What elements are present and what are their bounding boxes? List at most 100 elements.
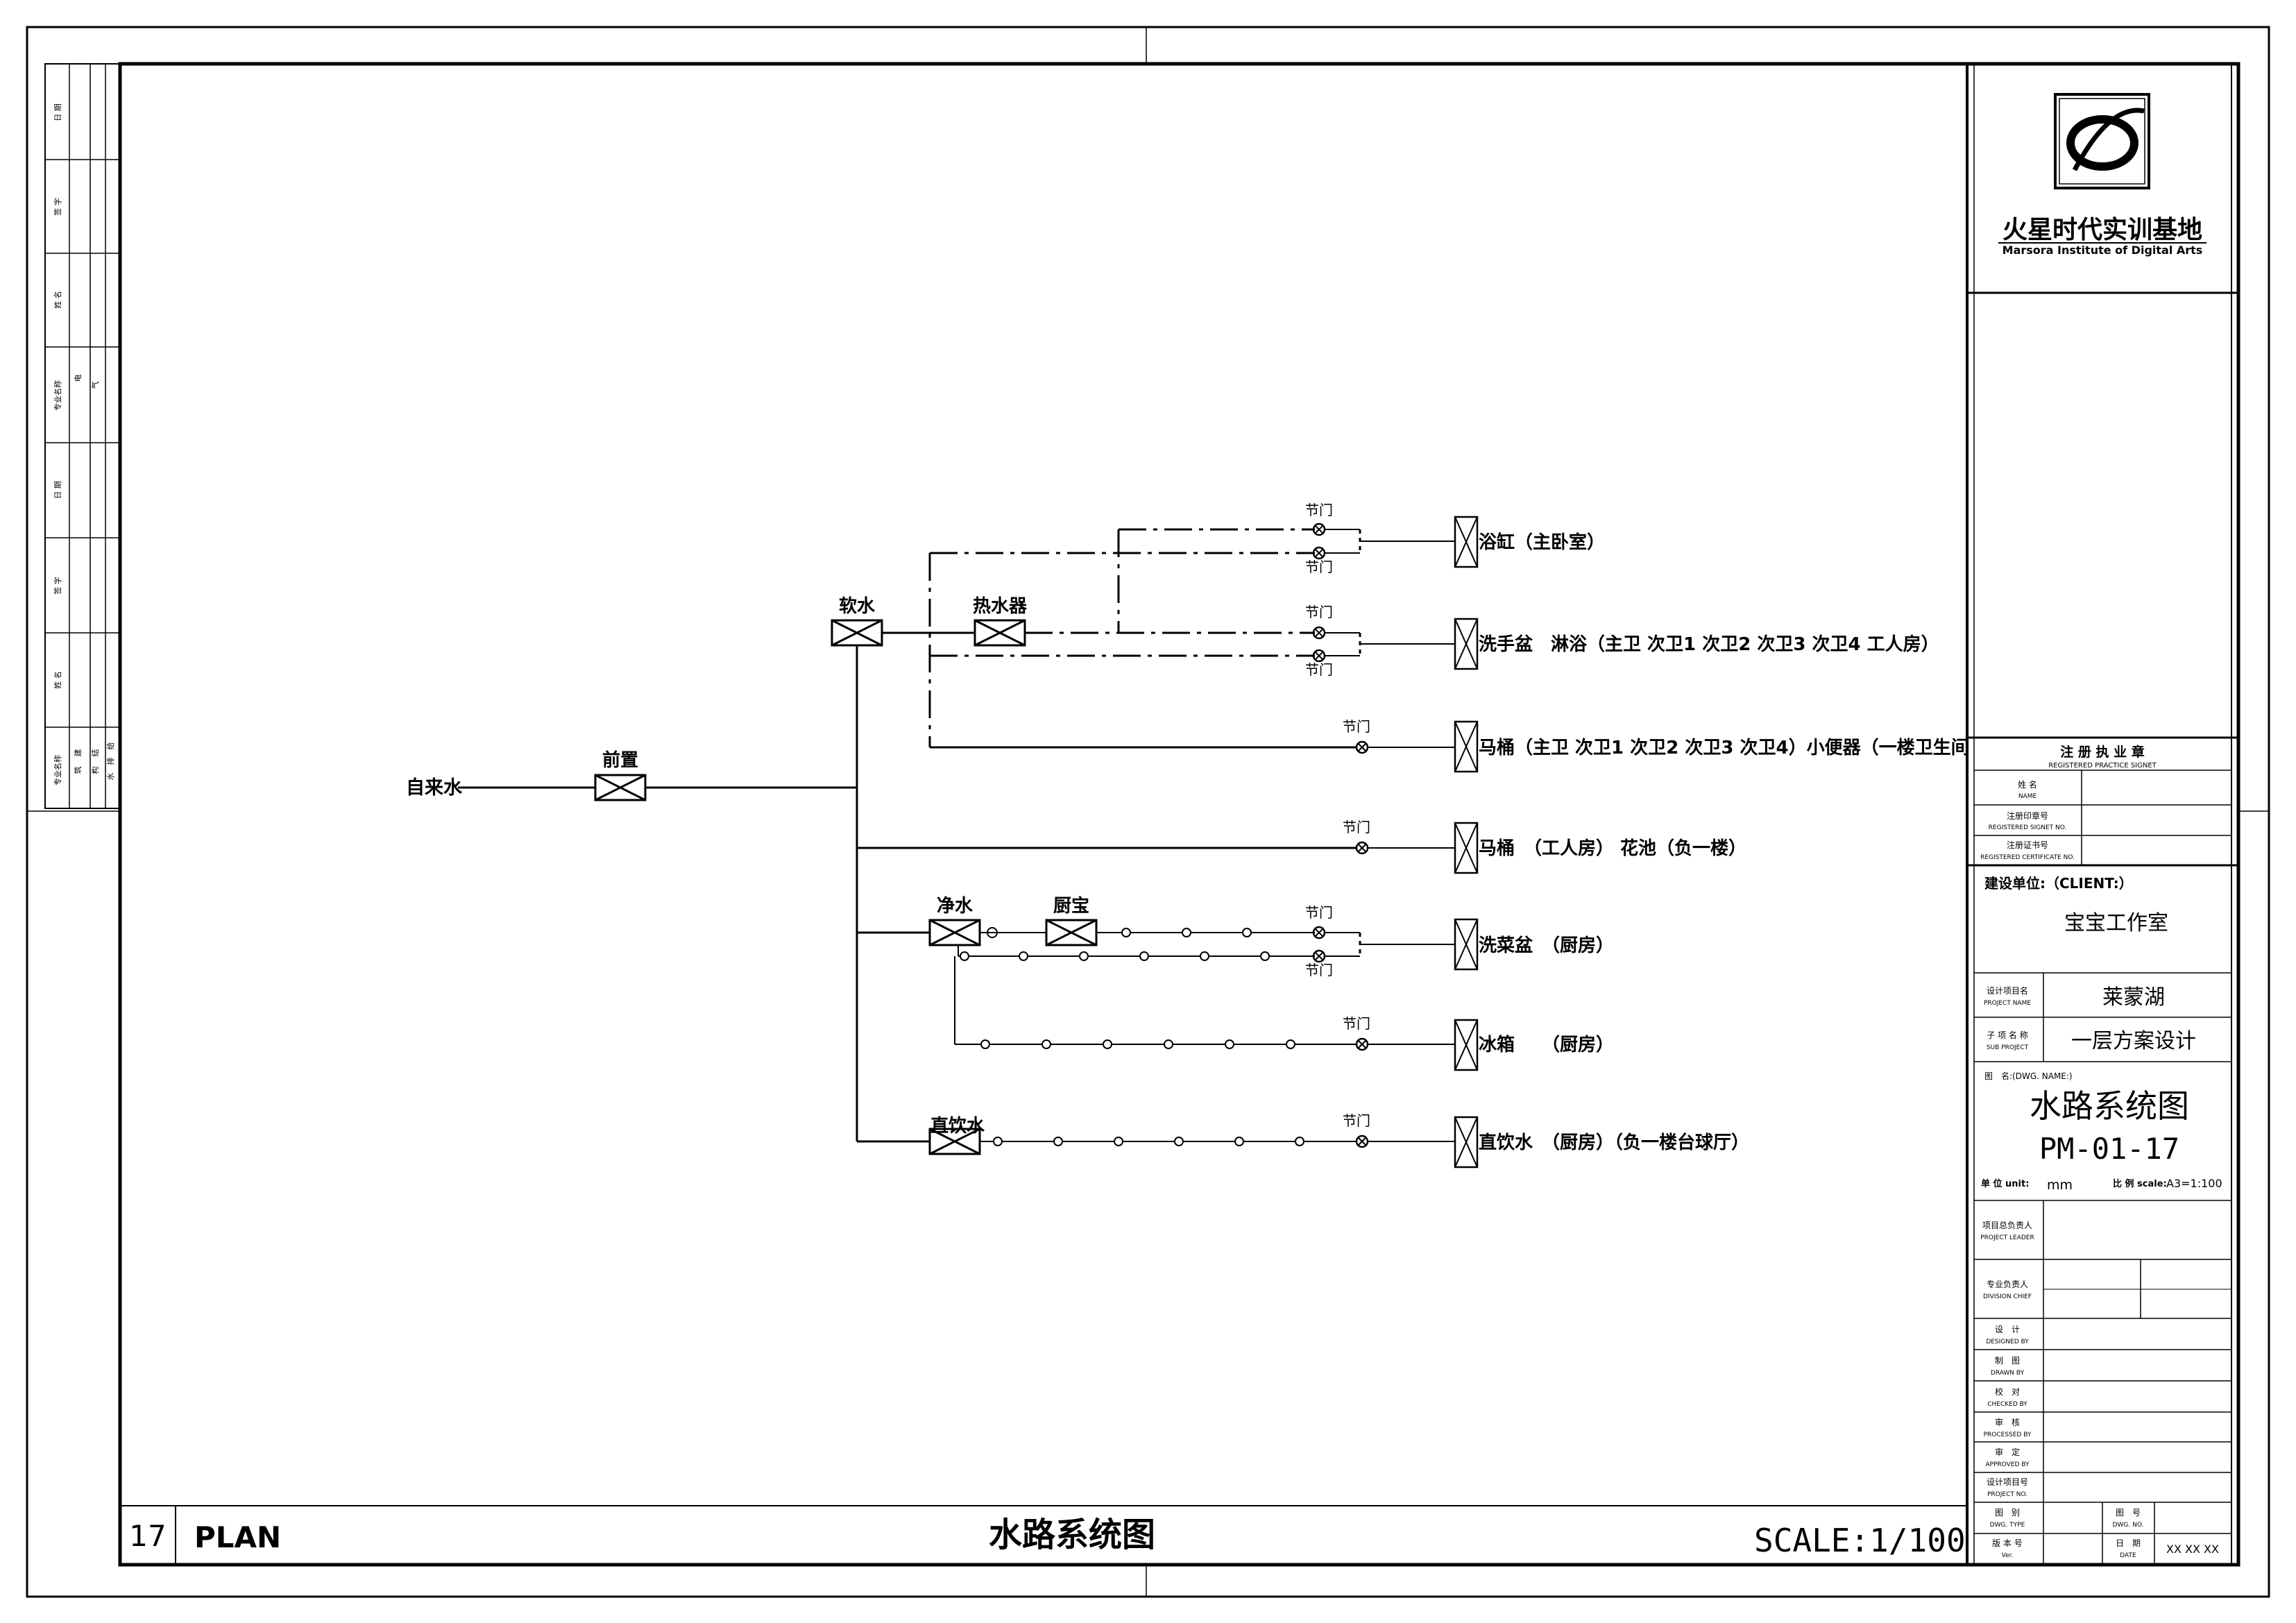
- strip-label-name-2: 姓 名: [53, 671, 62, 689]
- version-label: 版 本 号: [1992, 1538, 2023, 1548]
- company-name-cn: 火星时代实训基地: [2002, 216, 2202, 244]
- toilet-worker-valve: [1355, 841, 1455, 855]
- softener-symbol: [831, 619, 883, 647]
- bottom-title-bar: 17 PLAN 水路系统图 SCALE:1/100: [120, 1505, 1967, 1565]
- company-logo: [2054, 93, 2150, 189]
- hot-line-dots: [1121, 928, 1252, 937]
- main-drawing-title: 水路系统图: [989, 1515, 1155, 1554]
- signet-no-label: 注册印章号: [2007, 810, 2048, 821]
- drink-line-dots: [993, 1137, 1304, 1146]
- strip-label-sign-1: 签 字: [53, 198, 62, 216]
- valve-label-4: 节门: [1305, 661, 1333, 678]
- strip-text-arch-2: 筑: [73, 767, 83, 774]
- purifier-symbol: [928, 919, 981, 946]
- title-block-edge-mask: [1968, 715, 1973, 736]
- dwg-code: PM-01-17: [2039, 1132, 2179, 1166]
- checked-label-en: CHECKED BY: [1987, 1401, 2027, 1408]
- strip-text-struct-2: 构: [90, 767, 100, 774]
- fridge-valve: [1355, 1037, 1455, 1051]
- approved-label-en: APPROVED BY: [1985, 1461, 2030, 1468]
- seal-title: 注 册 执 业 章: [2060, 744, 2144, 760]
- cert-no-label-en: REGISTERED CERTIFICATE NO.: [1980, 854, 2075, 861]
- dwg-name-value: 水路系统图: [2030, 1087, 2189, 1125]
- view-label: PLAN: [194, 1520, 281, 1554]
- strip-label-date-2: 日 期: [53, 481, 62, 499]
- scale-field-value: A3=1:100: [2166, 1177, 2222, 1190]
- strip-label-sign-2: 签 字: [53, 577, 62, 595]
- purifier-label: 净水: [937, 896, 973, 917]
- water-system-diagram: 自来水 前置 软水 热水器: [406, 502, 2059, 1169]
- pre-filter-label: 前置: [602, 749, 638, 771]
- direct-drink-label: 直饮水: [930, 1116, 985, 1137]
- drawn-label-en: DRAWN BY: [1991, 1370, 2025, 1377]
- client-label: 建设单位:（CLIENT:）: [1984, 875, 2133, 892]
- name-label-en: NAME: [2018, 793, 2037, 800]
- leader-label-en: PROJECT LEADER: [1980, 1234, 2034, 1241]
- date-label-en: DATE: [2120, 1552, 2136, 1559]
- fixture-bathtub: 浴缸（主卧室）: [1479, 532, 1605, 553]
- valve-label-10: 节门: [1343, 1112, 1370, 1129]
- fridge-line-dots: [980, 1039, 1295, 1049]
- leader-label: 项目总负责人: [1982, 1221, 2032, 1230]
- name-label: 姓 名: [2018, 779, 2037, 790]
- drink-fixture-symbol: [1454, 1116, 1479, 1169]
- unit-label: 单 位 unit:: [1981, 1178, 2029, 1189]
- kitchen-heater-symbol: [1045, 919, 1098, 946]
- designed-label-en: DESIGNED BY: [1986, 1339, 2029, 1345]
- valve-label-8: 节门: [1305, 962, 1333, 978]
- basin-fixture-symbol: [1454, 618, 1479, 670]
- strip-text-electric-1: 电: [74, 375, 83, 382]
- strip-text-struct-1: 结: [91, 749, 100, 757]
- sheet-frame: [26, 26, 2270, 1598]
- client-value: 宝宝工作室: [2064, 911, 2168, 935]
- project-value: 莱蒙湖: [2102, 985, 2165, 1010]
- scale-field-label: 比 例 scale:: [2113, 1178, 2167, 1189]
- date-label: 日 期: [2116, 1538, 2141, 1548]
- fridge-fixture-symbol: [1454, 1019, 1479, 1071]
- processed-label: 审 核: [1995, 1417, 2020, 1427]
- version-label-en: Ver.: [2002, 1552, 2014, 1559]
- project-no-label-en: PROJECT NO.: [1987, 1491, 2027, 1498]
- kitchen-sink-fixture-symbol: [1454, 918, 1479, 971]
- toilet-worker-fixture-symbol: [1454, 822, 1479, 874]
- pre-filter-symbol: [594, 774, 647, 801]
- unit-value: mm: [2047, 1178, 2073, 1193]
- kitchen-sink-valves: [1312, 926, 1455, 963]
- strip-text-arch-1: 建: [73, 749, 83, 757]
- fixture-kitchen-sink: 洗菜盆 （厨房）: [1479, 935, 1614, 956]
- project-label: 设计项目名: [1987, 985, 2028, 996]
- date-value: XX XX XX: [2166, 1543, 2219, 1556]
- basin-valves: [1312, 626, 1455, 663]
- valve-label-1: 节门: [1305, 502, 1333, 518]
- strip-text-plumb-3: 水: [106, 773, 115, 781]
- signet-no-label-en: REGISTERED SIGNET NO.: [1989, 824, 2067, 831]
- kitchen-heater-label: 厨宝: [1053, 895, 1089, 917]
- dwg-no-label: 图 号: [2116, 1508, 2141, 1518]
- fixture-toilet-group: 马桶（主卫 次卫1 次卫2 次卫3 次卫4）小便器（一楼卫生间）洗衣机（: [1479, 737, 2059, 758]
- chief-label: 专业负责人: [1987, 1279, 2028, 1289]
- dwg-type-label: 图 别: [1995, 1508, 2020, 1518]
- toilet-group-fixture-symbol: [1454, 720, 1479, 773]
- left-signoff-strip: 日 期 签 字 姓 名 专业名称 日 期 签 字 姓 名 专业名称 电 气 建 …: [44, 63, 121, 809]
- valve-label-6: 节门: [1343, 819, 1370, 835]
- valve-label-2: 节门: [1305, 559, 1333, 575]
- drawn-label: 制 图: [1995, 1356, 2020, 1366]
- approved-label: 审 定: [1995, 1447, 2020, 1457]
- strip-text-electric-2: 气: [90, 382, 100, 389]
- fixture-basin-shower: 洗手盆 淋浴（主卫 次卫1 次卫2 次卫3 次卫4 工人房）: [1479, 634, 1939, 655]
- sub-project-value: 一层方案设计: [2071, 1029, 2196, 1053]
- seal-title-en: REGISTERED PRACTICE SIGNET: [2048, 762, 2157, 770]
- strip-text-plumb-1: 给: [106, 742, 115, 750]
- bathtub-valves: [1312, 522, 1455, 560]
- processed-label-en: PROCESSED BY: [1984, 1431, 2032, 1438]
- designed-label: 设 计: [1995, 1325, 2020, 1334]
- dwg-no-label-en: DWG. NO.: [2113, 1522, 2144, 1529]
- valve-label-7: 节门: [1305, 904, 1333, 921]
- fixture-drinking: 直饮水 （厨房）（负一楼台球厅）: [1479, 1132, 1749, 1153]
- fixture-fridge: 冰箱 （厨房）: [1479, 1034, 1614, 1055]
- valve-label-5: 节门: [1343, 718, 1370, 735]
- sub-project-label-en: SUB PROJECT: [1987, 1044, 2029, 1051]
- fixture-toilet-worker: 马桶 （工人房） 花池（负一楼）: [1479, 838, 1746, 859]
- softener-label: 软水: [839, 596, 876, 617]
- strip-label-name-1: 姓 名: [53, 291, 62, 309]
